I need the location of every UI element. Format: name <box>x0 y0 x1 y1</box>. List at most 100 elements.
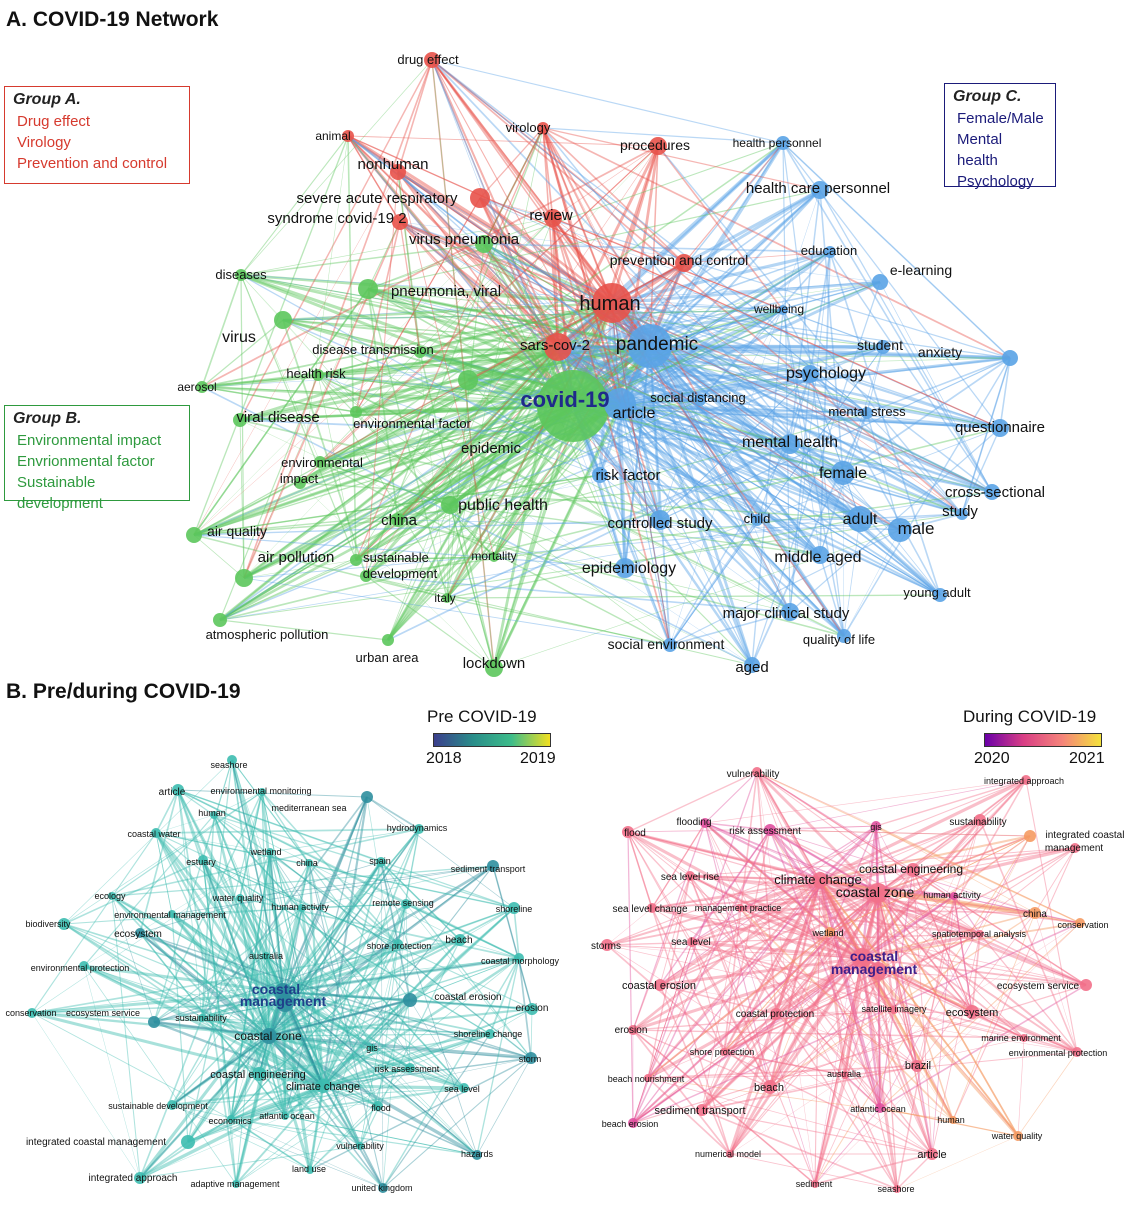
covid-net-edge <box>619 402 791 446</box>
pre-net-node-adaptive-management <box>232 1180 240 1188</box>
covid-net-edge <box>201 345 559 389</box>
covid-net-label: prevention and control <box>610 252 749 268</box>
covid-net-edge <box>317 374 671 646</box>
pre-net-label: environmental protection <box>31 963 130 973</box>
covid-net-edge <box>542 127 701 401</box>
during-net-edge <box>632 1029 1025 1039</box>
pre-net-edge <box>155 832 533 1010</box>
covid-net-edge <box>419 351 941 596</box>
pre-net-edge <box>380 861 461 941</box>
pre-net-edge <box>213 814 361 1147</box>
during-net-edge <box>691 941 771 1088</box>
during-net-edge <box>876 892 896 1011</box>
covid-net-edge <box>756 427 1001 521</box>
covid-net-label: severe acute respiratory <box>297 190 458 207</box>
covid-net-edge <box>819 251 831 556</box>
during-net-edge <box>756 771 777 1015</box>
covid-net-edge <box>365 491 993 577</box>
covid-net-edge <box>571 145 660 407</box>
covid-net-edge <box>479 197 651 347</box>
during-net-edge <box>627 831 981 935</box>
pre-net-edge <box>284 828 420 1117</box>
pre-net-edge <box>268 1034 465 1090</box>
covid-net-edge <box>557 346 901 531</box>
pre-net-edge <box>187 1047 373 1143</box>
pre-net-edge <box>283 1002 325 1087</box>
covid-net-node-student <box>876 340 890 354</box>
covid-net-edge <box>611 302 1011 359</box>
during-net-edge <box>971 1011 1078 1053</box>
during-net-node-satellite-imagery <box>890 1006 898 1014</box>
pre-net-node-coastal-erosion <box>403 993 417 1007</box>
pre-net-edge <box>230 991 284 1120</box>
covid-net-edge <box>649 251 831 347</box>
during-net-edge <box>632 892 879 1124</box>
pre-net-edge <box>268 942 399 1038</box>
covid-net-label: viral disease <box>236 409 319 426</box>
during-net-node-sea-level-change <box>647 903 657 913</box>
during-net-edge <box>953 819 981 897</box>
pre-net-edge <box>282 991 465 1089</box>
pre-net-node-coastal-engineering <box>252 1067 266 1081</box>
pre-net-edge <box>268 1035 286 1117</box>
pre-net-edge <box>31 990 284 1015</box>
during-net-label: china <box>1023 909 1047 920</box>
pre-net-edge <box>201 1017 379 1107</box>
pre-net-edge <box>213 814 461 941</box>
covid-net-edge <box>365 345 651 577</box>
colorbar-during-min: 2020 <box>974 750 1010 767</box>
covid-net-edge <box>659 373 811 521</box>
pre-net-edge <box>265 955 373 1049</box>
during-net-edge <box>769 879 821 1088</box>
during-net-edge <box>704 822 771 1088</box>
during-net-edge <box>700 956 864 1112</box>
covid-net-edge <box>483 243 821 556</box>
covid-net-edge <box>365 373 811 577</box>
covid-net-edge <box>483 243 993 493</box>
pre-net-edge <box>397 903 407 945</box>
pre-net-edge <box>322 999 411 1087</box>
covid-net-label: air quality <box>207 523 267 539</box>
covid-net-edge <box>683 251 831 264</box>
covid-net-edge <box>193 534 626 569</box>
covid-net-edge <box>193 346 559 536</box>
pre-net-edge <box>187 1118 232 1143</box>
covid-net-edge <box>446 597 671 646</box>
during-net-label: beach nourishment <box>608 1074 685 1084</box>
covid-net-label: epidemiology <box>582 560 676 577</box>
pre-net-label: coastal morphology <box>481 956 560 966</box>
covid-net-edge <box>809 373 868 414</box>
during-net-edge <box>953 895 1081 924</box>
pre-net-label: vulnerability <box>336 1141 384 1151</box>
during-net-edge <box>701 1037 1025 1111</box>
during-net-edge <box>769 931 831 1088</box>
covid-net-edge <box>355 197 481 413</box>
pre-net-node-gis <box>368 1044 376 1052</box>
colorbar-during-title: During COVID-19 <box>963 707 1097 726</box>
pre-net-edge <box>139 1141 189 1179</box>
during-net-label: sediment transport <box>654 1105 745 1117</box>
during-net-edge <box>756 771 1087 986</box>
covid-net-label: procedures <box>620 137 690 153</box>
pre-net-edge <box>282 907 303 993</box>
during-net-node-integrated-coastal <box>1024 830 1036 842</box>
during-net-edge <box>768 892 880 1088</box>
during-net-edge <box>756 771 816 1185</box>
covid-net-node-nonhuman <box>390 164 406 180</box>
covid-net-edge <box>552 217 651 347</box>
pre-net-edge <box>409 907 515 1001</box>
during-net-node-storms <box>601 939 613 951</box>
covid-net-label: virus pneumonia <box>409 231 520 248</box>
during-net-edge <box>861 779 1027 959</box>
during-net-edge <box>844 1009 895 1076</box>
pre-net-edge <box>322 1085 478 1156</box>
pre-net-edge <box>322 1085 361 1147</box>
during-net-edge <box>829 835 1031 933</box>
pre-net-edge <box>261 791 310 864</box>
pre-net-label: land use <box>292 1164 326 1174</box>
covid-net-node-social-environment <box>663 638 677 652</box>
pre-net-edge <box>111 895 324 1087</box>
covid-net-edge <box>542 127 791 613</box>
heading-a: A. COVID-19 Network <box>6 8 219 31</box>
pre-net-label: sustainability <box>175 1013 227 1023</box>
